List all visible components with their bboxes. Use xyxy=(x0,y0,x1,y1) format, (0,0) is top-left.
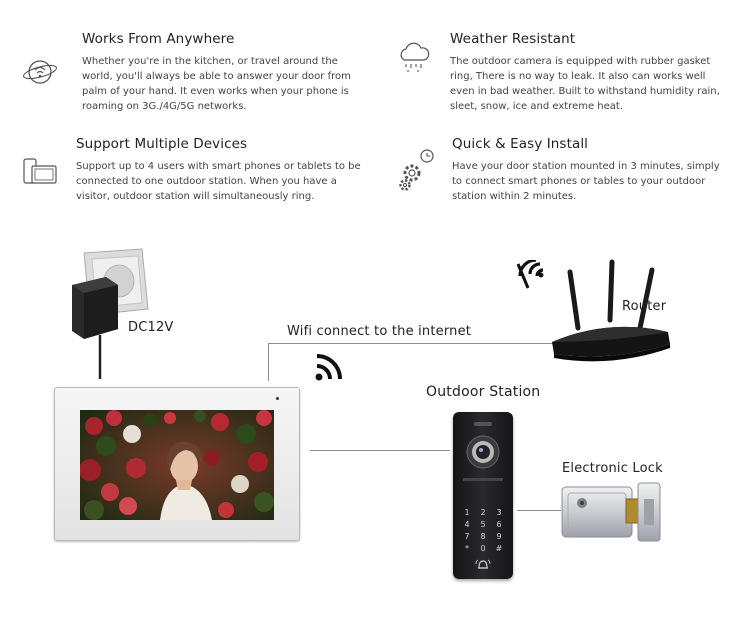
keypad-key[interactable]: 0 xyxy=(480,544,486,553)
wifi-connection-line xyxy=(268,343,558,344)
monitor-screen xyxy=(80,410,274,520)
feature-quick-easy-install: Quick & Easy Install Have your door stat… xyxy=(452,136,732,204)
keypad-key[interactable]: 4 xyxy=(464,520,470,529)
station-camera-lens xyxy=(466,435,500,469)
rain-cloud-icon xyxy=(400,42,430,72)
keypad-key[interactable]: 5 xyxy=(480,520,486,529)
feature-text: Have your door station mounted in 3 minu… xyxy=(452,161,720,202)
keypad-key[interactable]: 7 xyxy=(464,532,470,541)
station-label: Outdoor Station xyxy=(426,384,541,400)
outdoor-station: 1 2 3 4 5 6 7 8 9 * 0 # xyxy=(453,412,513,579)
electronic-lock xyxy=(561,482,661,542)
wifi-label: Wifi connect to the internet xyxy=(287,324,472,339)
power-adapter xyxy=(72,248,149,379)
router-signal-icon xyxy=(516,260,544,289)
lock-label: Electronic Lock xyxy=(562,461,663,476)
station-speaker xyxy=(474,422,492,426)
feature-weather-resistant: Weather Resistant The outdoor camera is … xyxy=(450,31,720,114)
station-keypad: 1 2 3 4 5 6 7 8 9 * 0 # xyxy=(459,508,507,553)
keypad-key[interactable]: 6 xyxy=(496,520,502,529)
wifi-connection-drop xyxy=(268,343,269,381)
feature-title: Quick & Easy Install xyxy=(452,136,589,152)
devices-icon xyxy=(23,158,57,184)
station-brand-strip xyxy=(463,478,503,481)
keypad-key[interactable]: 8 xyxy=(480,532,486,541)
keypad-key[interactable]: * xyxy=(465,544,469,553)
bell-icon xyxy=(475,559,491,569)
router-label: Router xyxy=(622,299,667,314)
feature-works-from-anywhere: Works From Anywhere Whether you're in th… xyxy=(82,31,357,114)
monitor-camera-dot xyxy=(276,397,279,400)
monitor-station-line xyxy=(310,450,450,451)
feature-text: Support up to 4 users with smart phones … xyxy=(76,161,361,202)
keypad-key[interactable]: # xyxy=(495,544,503,553)
keypad-key[interactable]: 2 xyxy=(480,508,486,517)
feature-title: Works From Anywhere xyxy=(82,31,235,47)
feature-title: Support Multiple Devices xyxy=(76,136,248,152)
keypad-key[interactable]: 1 xyxy=(464,508,470,517)
globe-wifi-icon xyxy=(22,60,58,84)
feature-text: The outdoor camera is equipped with rubb… xyxy=(450,56,720,112)
feature-support-multiple-devices: Support Multiple Devices Support up to 4… xyxy=(76,136,361,204)
gears-clock-icon xyxy=(399,149,434,191)
keypad-key[interactable]: 3 xyxy=(496,508,502,517)
wifi-signal-icon xyxy=(315,354,342,381)
router-device xyxy=(552,259,670,362)
keypad-key[interactable]: 9 xyxy=(496,532,502,541)
indoor-monitor xyxy=(54,387,300,541)
station-lock-line xyxy=(517,510,561,511)
power-label: DC12V xyxy=(128,320,174,335)
feature-text: Whether you're in the kitchen, or travel… xyxy=(82,56,351,112)
feature-title: Weather Resistant xyxy=(450,31,576,47)
